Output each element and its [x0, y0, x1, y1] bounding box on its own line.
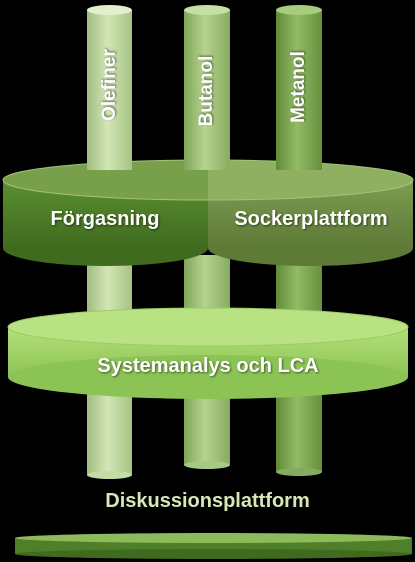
- column-label-olefiner: Olefiner: [99, 49, 120, 121]
- column-label-metanol: Metanol: [288, 51, 309, 123]
- tier-label-systems-analysis: Systemanalys och LCA: [97, 355, 319, 377]
- tier-label-gasification: Förgasning: [50, 208, 160, 230]
- column-label-butanol: Butanol: [196, 55, 217, 127]
- systems-analysis-tier: [7, 307, 409, 399]
- upper-column-segments: [87, 5, 322, 170]
- discussion-tier: [15, 533, 412, 559]
- tier-label-discussion: Diskussionsplattform: [105, 490, 310, 512]
- tier-label-sugar-platform: Sockerplattform: [234, 208, 388, 230]
